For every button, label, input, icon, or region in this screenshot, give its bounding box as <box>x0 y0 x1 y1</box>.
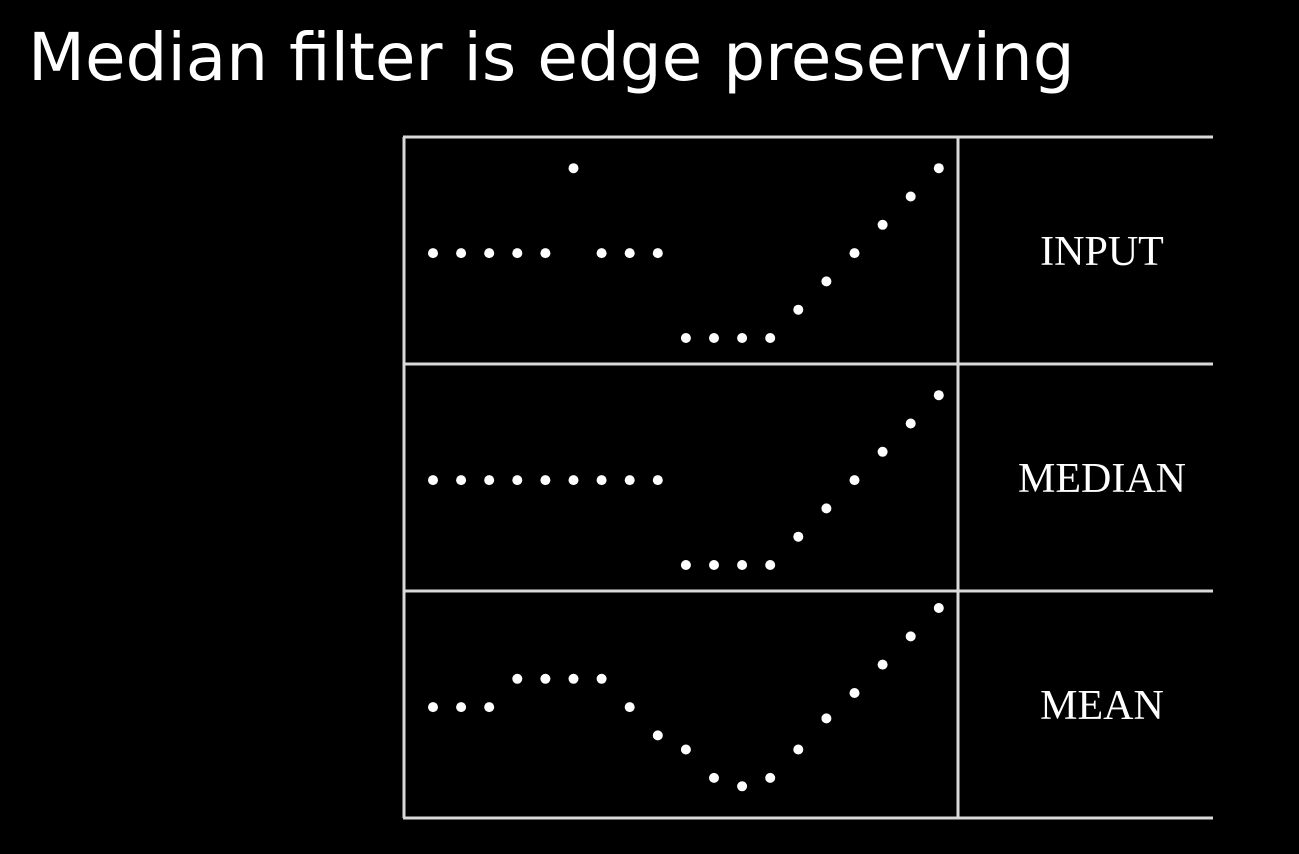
signal-row-mean: MEAN <box>428 603 1164 792</box>
signal-dot <box>793 744 804 755</box>
signal-dot <box>821 713 832 724</box>
signal-dot <box>568 673 579 684</box>
signal-dot <box>793 304 804 315</box>
signal-dot <box>905 418 916 429</box>
signal-dot <box>652 475 663 486</box>
signal-dot <box>624 702 635 713</box>
signal-dot <box>680 333 691 343</box>
signal-dot <box>765 333 776 343</box>
signal-dot <box>596 475 607 486</box>
signal-dot <box>540 475 551 486</box>
signal-dot <box>849 248 860 259</box>
signal-dot <box>512 475 523 486</box>
row-label: MEDIAN <box>1018 456 1186 502</box>
signal-row-median: MEDIAN <box>428 390 1186 570</box>
signal-dot <box>540 673 551 684</box>
signal-dot <box>877 659 888 670</box>
signal-dot <box>484 248 495 259</box>
signal-dot <box>905 631 916 642</box>
signal-dot <box>737 333 748 343</box>
signal-rows: INPUT MEDIAN MEAN <box>428 163 1186 792</box>
signal-dot <box>933 603 944 613</box>
signal-dot <box>821 503 832 514</box>
signal-dot <box>568 163 579 174</box>
signal-dot <box>709 560 719 570</box>
signal-dot <box>428 702 438 713</box>
signal-dot <box>624 248 635 259</box>
signal-dot <box>484 702 495 713</box>
signal-dot <box>877 219 888 230</box>
signal-dot <box>737 560 748 570</box>
row-label: MEAN <box>1040 683 1164 729</box>
signal-dot <box>680 560 691 570</box>
signal-dot <box>905 191 916 202</box>
signal-dot <box>793 531 804 542</box>
signal-dot <box>680 744 691 755</box>
signal-dot <box>933 163 944 174</box>
signal-dot <box>709 772 719 783</box>
signal-dot <box>933 390 944 401</box>
signal-dot <box>428 475 438 486</box>
signal-dot <box>849 688 860 698</box>
slide-title: Median filter is edge preserving <box>28 19 1075 96</box>
signal-dot <box>849 475 860 486</box>
signal-dot <box>709 333 719 343</box>
signal-dot <box>765 560 776 570</box>
signal-dot <box>821 276 832 287</box>
signal-dot <box>568 475 579 486</box>
signal-dot <box>456 702 467 713</box>
signal-dot <box>428 248 438 259</box>
signal-dot <box>540 248 551 259</box>
signal-dot <box>624 475 635 486</box>
signal-row-input: INPUT <box>428 163 1164 343</box>
signal-dot <box>512 248 523 259</box>
signal-dot <box>877 446 888 457</box>
signal-dot <box>596 248 607 259</box>
signal-dot <box>456 248 467 259</box>
signal-dot <box>652 248 663 259</box>
signal-dot <box>652 730 663 741</box>
diagram-grid <box>402 135 1213 820</box>
signal-dot <box>512 673 523 684</box>
signal-dot <box>456 475 467 486</box>
signal-dot <box>596 673 607 684</box>
signal-dot <box>765 772 776 783</box>
row-label: INPUT <box>1040 229 1164 275</box>
signal-dot <box>737 781 748 792</box>
signal-dot <box>484 475 495 486</box>
